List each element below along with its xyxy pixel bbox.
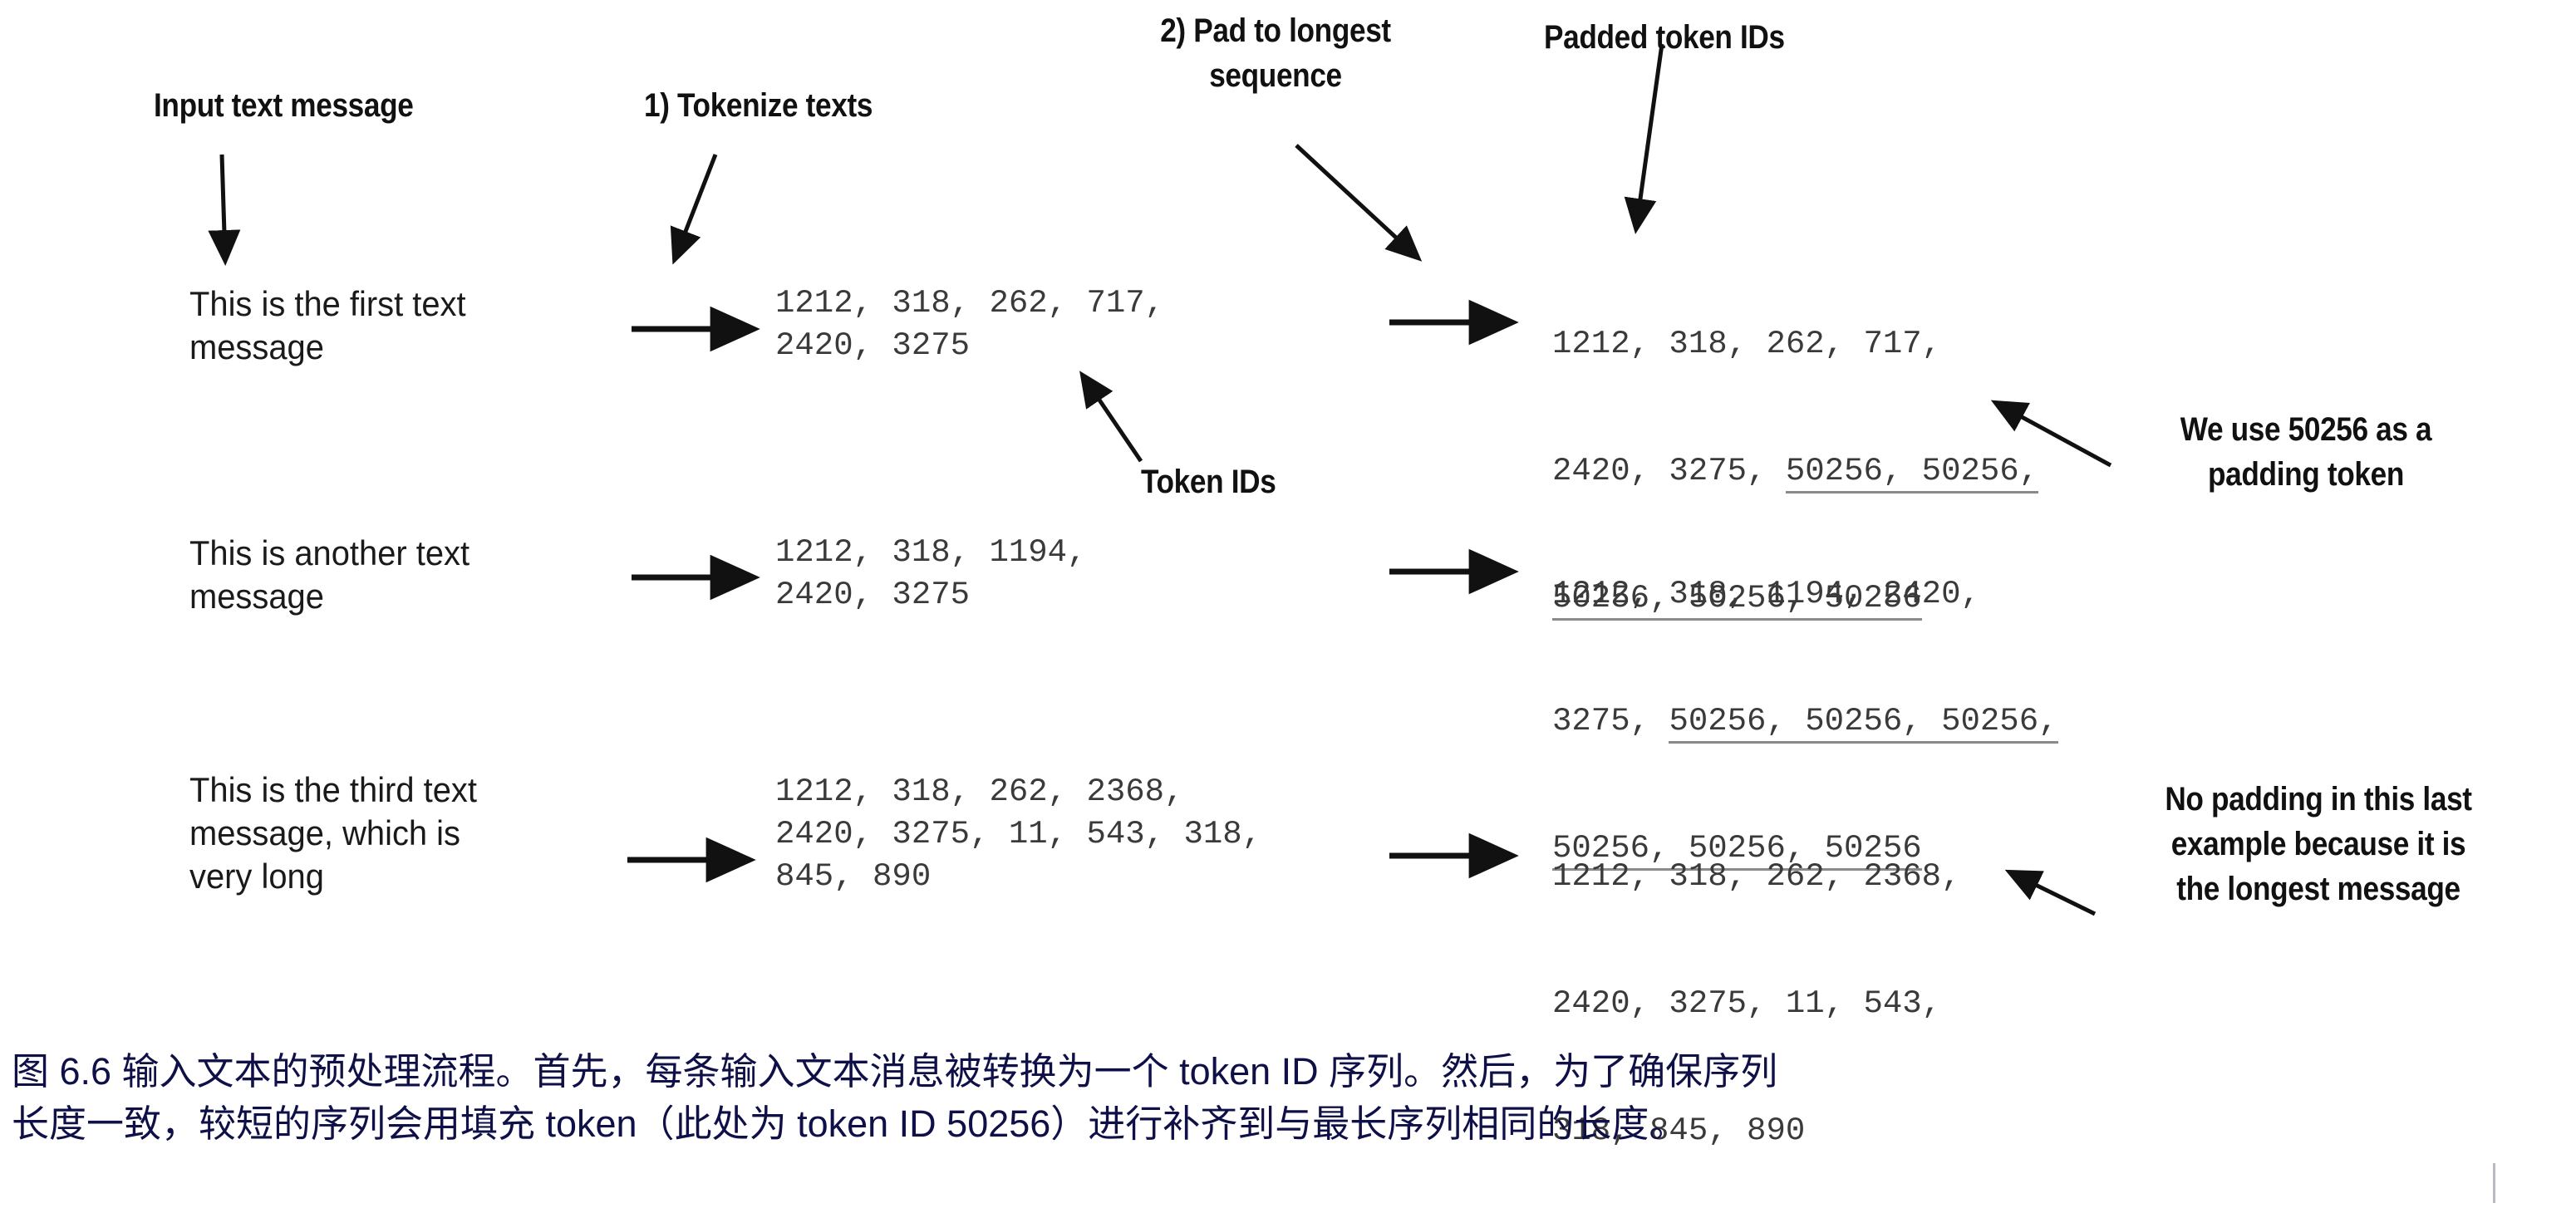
row-1-padding-tokens-a: 50256, 50256, bbox=[1785, 453, 2039, 494]
pointer-arrow-token-ids bbox=[1079, 371, 1143, 463]
row-2-padded-line-2: 3275, 50256, 50256, 50256, bbox=[1552, 700, 2058, 744]
label-tokenize-texts: 1) Tokenize texts bbox=[644, 87, 873, 124]
pointer-arrow-input-text bbox=[208, 154, 241, 266]
row-2-padded-token-ids: 1212, 318, 1194, 2420, 3275, 50256, 5025… bbox=[1552, 489, 2058, 955]
label-no-padding-note: No padding in this last example because … bbox=[2165, 781, 2472, 907]
row-2-padding-tokens-b: 50256, 50256, 50256 bbox=[1552, 830, 1922, 871]
row-1-message: This is the first text message bbox=[189, 284, 466, 366]
label-padding-note: We use 50256 as a padding token bbox=[2180, 411, 2432, 493]
row-1-padding-tokens-b: 50256, 50256, 50256 bbox=[1552, 580, 1922, 621]
row-3-message: This is the third text message, which is… bbox=[189, 770, 477, 896]
pointer-arrow-pad bbox=[1295, 144, 1423, 262]
row-3-padded-line-3: 318, 845, 890 bbox=[1552, 1112, 1806, 1149]
row-3-padded-line-1: 1212, 318, 262, 2368, bbox=[1552, 858, 1961, 895]
label-token-ids: Token IDs bbox=[1141, 464, 1276, 500]
row-2-padded-line-3: 50256, 50256, 50256 bbox=[1552, 827, 2058, 871]
row-3-token-ids: 1212, 318, 262, 2368, 2420, 3275, 11, 54… bbox=[775, 773, 1262, 895]
label-padded-token-ids: Padded token IDs bbox=[1544, 19, 1785, 56]
row-2-padded-line-2-prefix: 3275, bbox=[1552, 703, 1669, 739]
figure-caption: 图 6.6 输入文本的预处理流程。首先，每条输入文本消息被转换为一个 token… bbox=[12, 1050, 1778, 1145]
row-3-padded-token-ids: 1212, 318, 262, 2368, 2420, 3275, 11, 54… bbox=[1552, 771, 1960, 1208]
pointer-arrow-padded-token-ids bbox=[1624, 43, 1664, 234]
row-1-padded-line-3: 50256, 50256, 50256 bbox=[1552, 577, 2038, 621]
text-cursor-artifact bbox=[2493, 1163, 2495, 1203]
row-1-token-ids: 1212, 318, 262, 717, 2420, 3275 bbox=[775, 285, 1165, 364]
row-1-padded-token-ids: 1212, 318, 262, 717, 2420, 3275, 50256, … bbox=[1552, 238, 2039, 705]
row-2-padding-tokens-a: 50256, 50256, 50256, bbox=[1669, 703, 2058, 744]
row-1-padded-line-1: 1212, 318, 262, 717, bbox=[1552, 326, 1942, 362]
row-2-message: This is another text message bbox=[189, 533, 470, 616]
row-2-padded-line-1: 1212, 318, 1194, 2420, bbox=[1552, 576, 1980, 612]
label-pad-to-longest-sequence: 2) Pad to longest sequence bbox=[1160, 12, 1391, 94]
pointer-arrow-tokenize bbox=[670, 154, 718, 265]
label-input-text-message: Input text message bbox=[154, 87, 414, 124]
row-3-padded-line-2: 2420, 3275, 11, 543, bbox=[1552, 985, 1942, 1022]
row-2-token-ids: 1212, 318, 1194, 2420, 3275 bbox=[775, 534, 1087, 613]
row-1-padded-line-2-prefix: 2420, 3275, bbox=[1552, 453, 1786, 489]
row-1-padded-line-2: 2420, 3275, 50256, 50256, bbox=[1552, 450, 2039, 494]
